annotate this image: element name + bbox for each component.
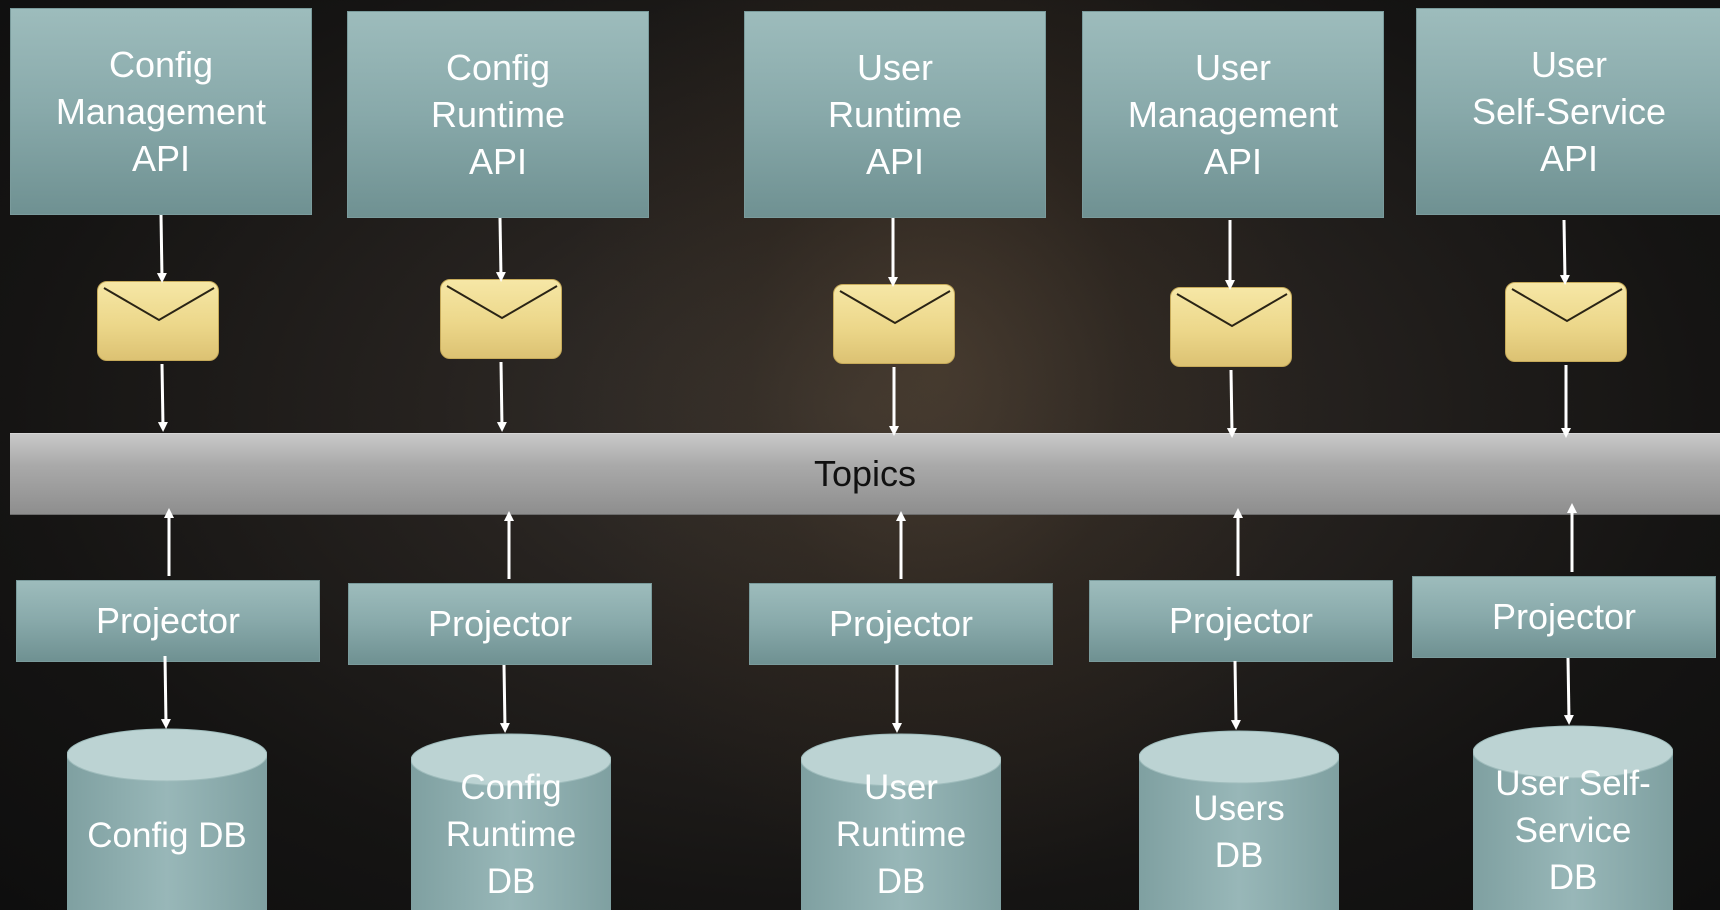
projector-label: Projector xyxy=(95,600,241,641)
arrow-envelope-to-topics xyxy=(157,363,168,432)
envelope-icon xyxy=(440,279,562,359)
config-db-cylinder: Config DB xyxy=(67,727,267,910)
api-label: User Management API xyxy=(1127,47,1339,182)
arrow-api-to-envelope xyxy=(495,217,506,282)
projector-label: Projector xyxy=(828,603,974,644)
user-management-api-box: User Management API xyxy=(1082,11,1384,218)
projector-box: Projector xyxy=(1412,576,1716,658)
db-label: Config Runtime DB xyxy=(445,768,577,901)
user-self-service-api-box: User Self-Service API xyxy=(1416,8,1720,215)
arrow-envelope-to-topics xyxy=(1226,369,1237,438)
topics-bar: Topics xyxy=(10,433,1720,515)
envelope-icon xyxy=(1505,282,1627,362)
topics-label: Topics xyxy=(813,453,917,494)
envelope-icon xyxy=(833,284,955,364)
api-label: User Self-Service API xyxy=(1471,44,1667,179)
config-runtime-db-cylinder: Config Runtime DB xyxy=(411,732,611,910)
user-self-service-db-cylinder: User Self- Service DB xyxy=(1473,724,1673,910)
db-label: Config DB xyxy=(87,816,247,855)
projector-label: Projector xyxy=(427,603,573,644)
users-db-cylinder: Users DB xyxy=(1139,729,1339,910)
projector-box: Projector xyxy=(1089,580,1393,662)
arrow-api-to-envelope xyxy=(1559,219,1570,285)
api-label: Config Management API xyxy=(55,44,267,179)
projector-label: Projector xyxy=(1491,596,1637,637)
arrow-envelope-to-topics xyxy=(496,361,507,432)
arrow-projector-to-db xyxy=(160,655,171,729)
arrow-projector-to-db xyxy=(1563,657,1574,725)
api-label: User Runtime API xyxy=(827,47,963,182)
user-runtime-api-box: User Runtime API xyxy=(744,11,1046,218)
arrow-projector-to-db xyxy=(499,664,510,733)
envelope-icon xyxy=(1170,287,1292,367)
api-label: Config Runtime API xyxy=(430,47,566,182)
db-label: User Runtime DB xyxy=(835,768,967,901)
projector-box: Projector xyxy=(348,583,652,665)
projector-label: Projector xyxy=(1168,600,1314,641)
arrow-projector-to-db xyxy=(1230,660,1241,730)
db-label: User Self- Service DB xyxy=(1495,764,1651,897)
projector-box: Projector xyxy=(16,580,320,662)
arrow-api-to-envelope xyxy=(156,214,167,283)
config-management-api-box: Config Management API xyxy=(10,8,312,215)
user-runtime-db-cylinder: User Runtime DB xyxy=(801,732,1001,910)
config-runtime-api-box: Config Runtime API xyxy=(347,11,649,218)
db-label: Users DB xyxy=(1193,789,1285,875)
projector-box: Projector xyxy=(749,583,1053,665)
